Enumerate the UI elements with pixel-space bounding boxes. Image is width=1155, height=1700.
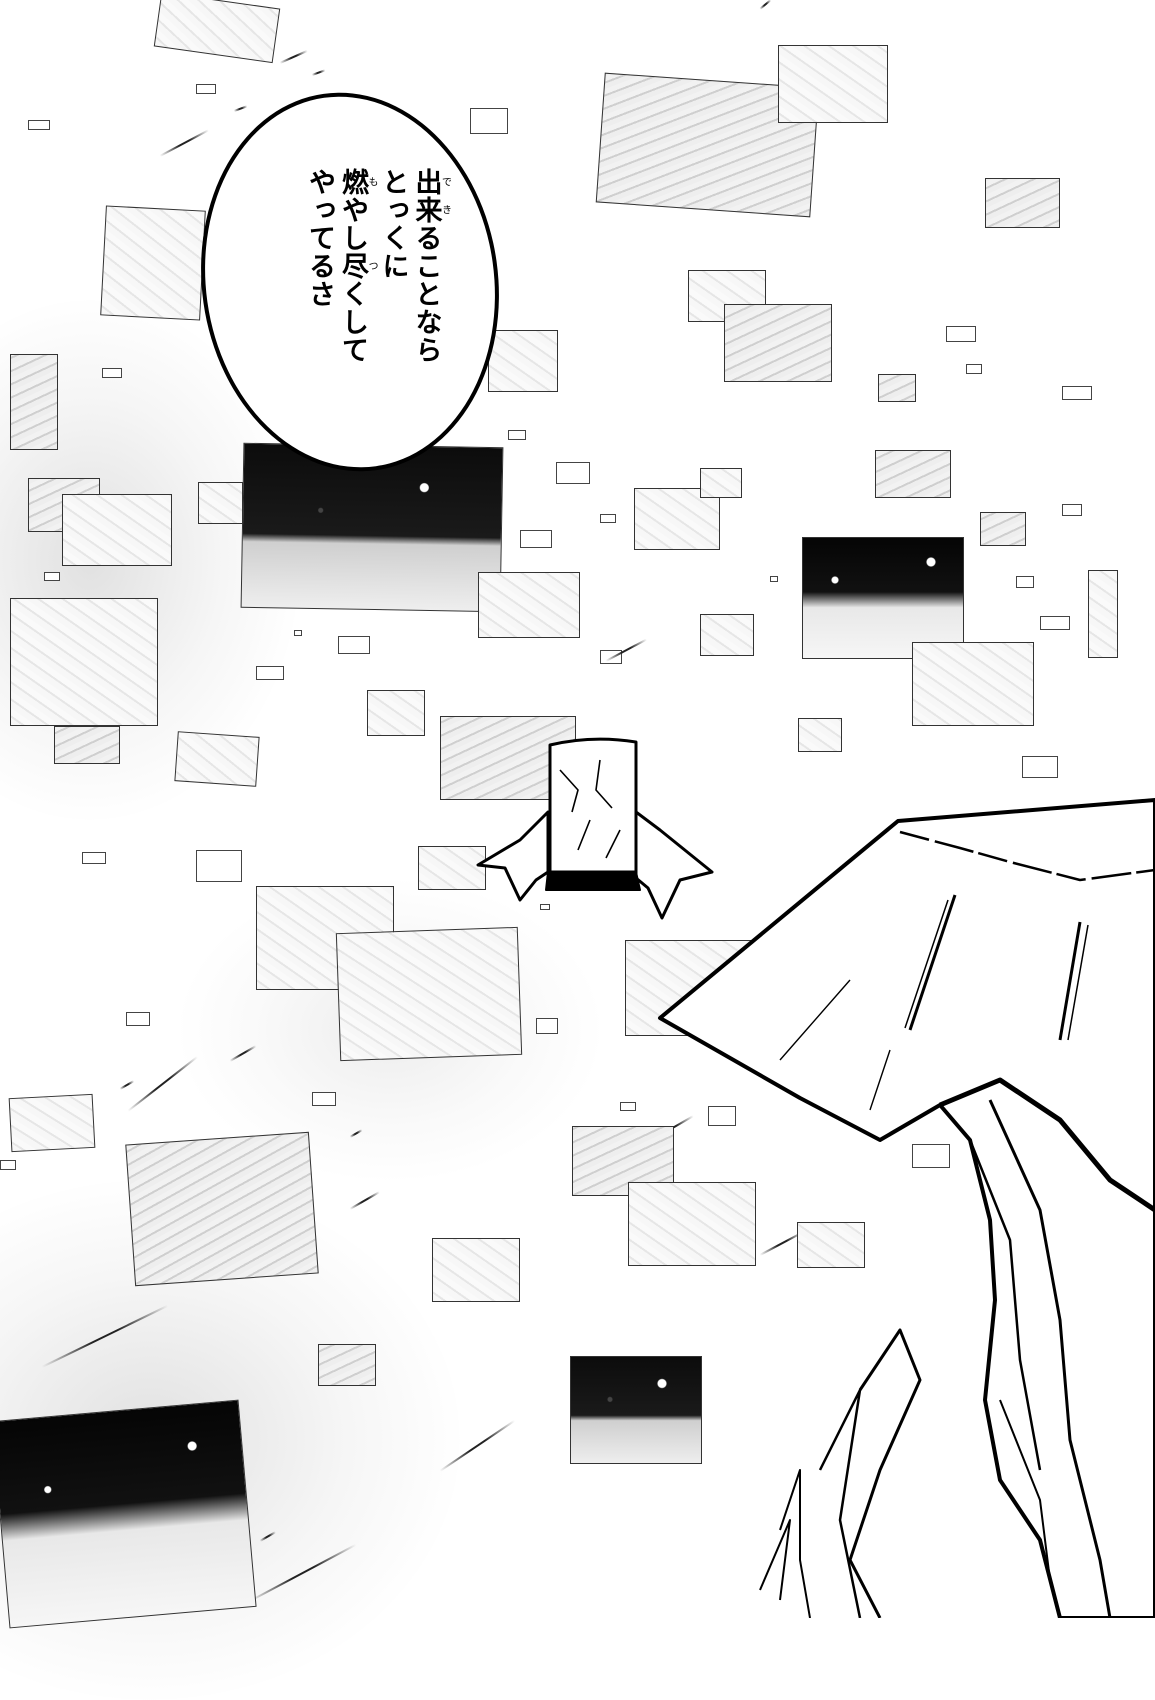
empty-frame (556, 462, 590, 484)
furigana: も (366, 168, 377, 196)
empty-frame (102, 368, 122, 378)
image-panel (724, 304, 832, 382)
image-panel (700, 468, 742, 498)
image-panel (432, 1238, 520, 1302)
image-panel (198, 482, 243, 524)
empty-frame (540, 904, 550, 910)
ruby-base: 燃 (337, 168, 368, 196)
empty-frame (536, 1018, 558, 1034)
empty-frame (520, 530, 552, 548)
character-artwork (476, 737, 1155, 1618)
empty-frame (196, 84, 216, 94)
dialogue-line-2: とっくに (377, 168, 409, 280)
empty-frame (470, 108, 508, 134)
empty-frame (508, 430, 526, 440)
image-panel (628, 1182, 756, 1266)
image-panel (634, 488, 720, 550)
image-panel (318, 1344, 376, 1386)
empty-frame (1022, 756, 1058, 778)
furigana: でき (439, 168, 451, 224)
empty-frame (912, 1144, 950, 1168)
empty-frame (82, 852, 106, 864)
image-panel (802, 537, 964, 659)
image-panel (10, 354, 58, 450)
cloaked-figure (476, 737, 714, 920)
empty-frame (28, 120, 50, 130)
dialogue-text: ることなら (410, 224, 442, 364)
dialogue-line-3: 燃もやし尽つくして (336, 168, 377, 428)
empty-frame (294, 630, 302, 636)
dialogue-line-1: 出来できることなら (410, 168, 451, 428)
empty-frame (966, 364, 982, 374)
image-panel (488, 330, 558, 392)
image-panel (418, 846, 486, 890)
empty-frame (1062, 386, 1092, 400)
image-panel (367, 690, 425, 736)
foreground-cape (658, 798, 1155, 1618)
empty-frame (708, 1106, 736, 1126)
empty-frame (312, 1092, 336, 1106)
empty-frame (0, 1160, 16, 1170)
empty-frame (620, 1102, 636, 1111)
image-panel (878, 374, 916, 402)
empty-frame (1016, 576, 1034, 588)
dialogue-text: やし (337, 196, 368, 252)
speech-bubble-text: 出来できることなら とっくに 燃もやし尽つくして やってるさ (240, 168, 451, 428)
image-panel (700, 614, 754, 656)
dialogue-line-4: やってるさ (304, 168, 335, 308)
empty-frame (946, 326, 976, 342)
ruby-base: 出来 (410, 168, 442, 224)
image-panel (980, 512, 1026, 546)
empty-frame (256, 666, 284, 680)
empty-frame (1062, 504, 1082, 516)
image-panel (798, 718, 842, 752)
empty-frame (600, 514, 616, 523)
ruby-base: 尽 (337, 252, 368, 280)
empty-frame (770, 576, 778, 582)
furigana: つ (366, 252, 377, 280)
image-panel (875, 450, 951, 498)
dialogue-text: くして (337, 280, 368, 364)
image-panel (985, 178, 1060, 228)
image-panel (54, 726, 120, 764)
empty-frame (196, 850, 242, 882)
empty-frame (126, 1012, 150, 1026)
empty-frame (338, 636, 370, 654)
image-panel (797, 1222, 865, 1268)
image-panel (478, 572, 580, 638)
image-panel (570, 1356, 702, 1464)
image-panel (778, 45, 888, 123)
image-panel (912, 642, 1034, 726)
empty-frame (44, 572, 60, 581)
image-panel (10, 598, 158, 726)
empty-frame (1040, 616, 1070, 630)
image-panel (62, 494, 172, 566)
image-panel (1088, 570, 1118, 658)
